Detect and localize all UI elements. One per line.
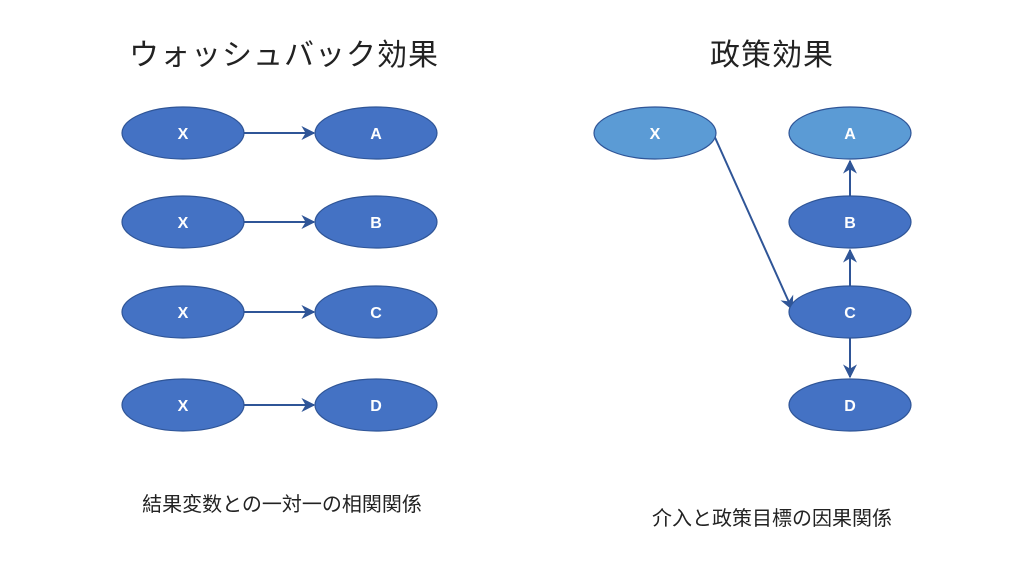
- right-node-x: X: [593, 106, 717, 160]
- left-node-b-shape: [314, 195, 438, 249]
- left-node-x-1-shape: [121, 106, 245, 160]
- left-title: ウォッシュバック効果: [129, 38, 439, 73]
- left-node-c-label: C: [370, 305, 382, 322]
- left-node-d-label: D: [370, 398, 382, 415]
- right-node-a: A: [788, 106, 912, 160]
- right-node-d-label: D: [844, 398, 856, 415]
- left-node-c: C: [314, 285, 438, 339]
- left-node-d: D: [314, 378, 438, 432]
- left-node-x-4: X: [121, 378, 245, 432]
- right-node-c-shape: [788, 285, 912, 339]
- right-node-b-shape: [788, 195, 912, 249]
- right-diagram: X A B C D: [593, 106, 912, 432]
- left-node-x-3: X: [121, 285, 245, 339]
- left-node-x-2: X: [121, 195, 245, 249]
- left-node-x-4-label: X: [178, 398, 189, 415]
- right-node-c-label: C: [844, 305, 856, 322]
- left-node-x-3-label: X: [178, 305, 189, 322]
- left-node-x-4-shape: [121, 378, 245, 432]
- left-node-x-1: X: [121, 106, 245, 160]
- right-node-a-label: A: [844, 126, 856, 143]
- left-node-b-label: B: [370, 215, 382, 232]
- left-node-x-1-label: X: [178, 126, 189, 143]
- right-title: 政策効果: [710, 38, 834, 73]
- left-caption: 結果変数との一対一の相関関係: [142, 492, 422, 516]
- right-node-d: D: [788, 378, 912, 432]
- right-node-x-shape: [593, 106, 717, 160]
- left-node-a: A: [314, 106, 438, 160]
- right-node-a-shape: [788, 106, 912, 160]
- left-node-a-shape: [314, 106, 438, 160]
- left-diagram: X A X B X C X D: [121, 106, 438, 432]
- left-node-c-shape: [314, 285, 438, 339]
- left-node-x-2-shape: [121, 195, 245, 249]
- right-node-b: B: [788, 195, 912, 249]
- left-node-a-label: A: [370, 126, 382, 143]
- left-node-x-3-shape: [121, 285, 245, 339]
- left-node-d-shape: [314, 378, 438, 432]
- left-node-b: B: [314, 195, 438, 249]
- right-node-c: C: [788, 285, 912, 339]
- right-caption: 介入と政策目標の因果関係: [652, 506, 892, 530]
- right-node-d-shape: [788, 378, 912, 432]
- right-arrow-x-to-c: [712, 132, 794, 311]
- left-node-x-2-label: X: [178, 215, 189, 232]
- right-node-b-label: B: [844, 215, 856, 232]
- right-node-x-label: X: [650, 126, 661, 143]
